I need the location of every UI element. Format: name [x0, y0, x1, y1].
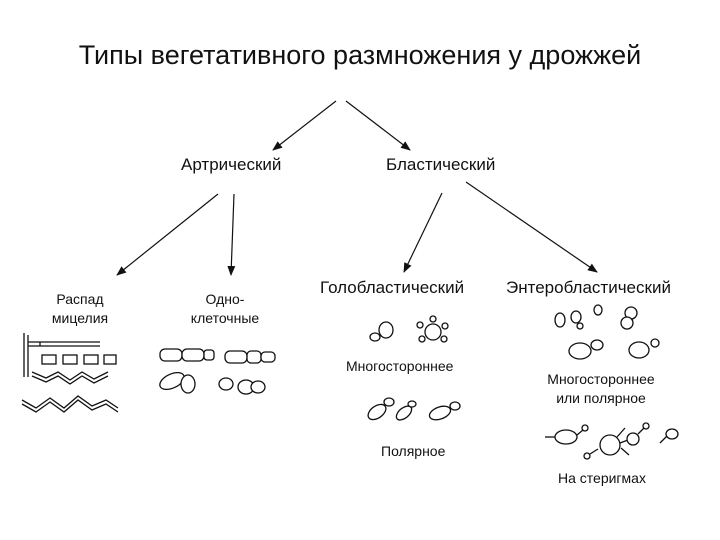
mother-cell: [424, 323, 442, 341]
label-entero-sterigmata: На стеригмах: [558, 470, 646, 486]
cell: [246, 350, 262, 364]
mother-cell: [599, 434, 621, 456]
cell: [203, 349, 215, 361]
spore: [581, 424, 589, 432]
arthroconidium: [103, 354, 117, 365]
bud: [369, 332, 381, 342]
node-unicell-line2: клеточные: [190, 310, 260, 326]
node-arthric: Артрический: [181, 155, 282, 174]
node-mycelium-line2: мицелия: [51, 310, 109, 326]
zigzag-hypha: [31, 371, 109, 381]
arrow-root-to-arthric: [272, 100, 337, 151]
node-mycelium-line1: Распад: [56, 291, 104, 307]
mycelium-breakup-drawing: [21, 333, 119, 413]
mother-cell: [378, 321, 394, 339]
sterigma: [659, 435, 668, 444]
cell: [570, 310, 582, 324]
bud: [440, 335, 448, 343]
unicellular-drawing: [159, 348, 276, 395]
label-holo-polar: Полярное: [381, 443, 446, 459]
cell: [159, 348, 183, 362]
mother-cell: [628, 341, 650, 359]
zigzag-hypha-broken: [21, 395, 119, 409]
bud: [407, 400, 417, 408]
bud: [590, 339, 604, 351]
zigzag-hypha-2: [31, 375, 109, 385]
label-entero-multi-line2: или полярное: [556, 390, 646, 406]
bud: [650, 338, 660, 348]
sterigma: [576, 429, 584, 436]
cell: [159, 371, 185, 391]
cell: [626, 432, 640, 446]
mother-cell: [554, 429, 578, 445]
arrow-arthric-to-unicellular: [227, 193, 236, 276]
bud: [576, 322, 584, 330]
cell: [593, 304, 603, 316]
spore: [583, 452, 591, 460]
zigzag-hypha-broken-2: [21, 399, 119, 413]
mother-cell: [428, 405, 452, 421]
cell: [224, 350, 248, 364]
arthroconidium: [62, 354, 78, 365]
holo-polar-drawing: [367, 397, 461, 421]
sterigma: [620, 447, 630, 456]
entero-sterigmata-drawing: [545, 422, 679, 460]
node-mycelium-breakup: Распад мицелия: [40, 290, 120, 328]
diagram-title: Типы вегетативного размножения у дрожжей: [78, 40, 642, 70]
node-unicell-line1: Одно-: [205, 291, 245, 307]
bud: [449, 401, 461, 411]
cell: [260, 351, 276, 363]
node-enteroblastic: Энтеробластический: [506, 278, 671, 297]
arthroconidium: [41, 354, 57, 365]
arrow-arthric-to-mycelium: [116, 193, 219, 276]
arrow-root-to-blastic: [345, 100, 411, 151]
spore: [642, 422, 650, 430]
node-blastic: Бластический: [386, 155, 496, 174]
cell: [218, 377, 234, 391]
label-entero-multi-line1: Многостороннее: [547, 371, 655, 387]
sterigma: [616, 427, 626, 438]
node-unicellular: Одно- клеточные: [180, 290, 270, 328]
entero-multi-drawing: [554, 304, 660, 360]
arthroconidium: [83, 354, 99, 365]
mother-cell: [568, 342, 592, 360]
arrow-blastic-to-holoblastic: [403, 192, 443, 273]
node-holoblastic: Голобластический: [320, 278, 465, 297]
label-holo-multilateral: Многостороннее: [346, 358, 454, 374]
bud: [416, 321, 424, 329]
sterigma: [637, 427, 645, 435]
cell: [620, 316, 634, 330]
bud: [418, 335, 426, 343]
mother-cell: [367, 403, 387, 421]
cell: [180, 374, 196, 394]
cell: [250, 380, 266, 394]
label-entero-multi-or-polar: Многостороннее или полярное: [536, 370, 666, 408]
cell: [665, 428, 679, 440]
holo-multilateral-drawing: [369, 315, 449, 343]
arrows: [116, 100, 598, 276]
cell: [181, 348, 205, 362]
cell: [554, 312, 566, 328]
bud: [429, 315, 437, 323]
arrow-blastic-to-enteroblastic: [465, 181, 598, 273]
bud: [383, 397, 395, 407]
sterigma: [589, 448, 599, 455]
bud: [441, 322, 449, 330]
